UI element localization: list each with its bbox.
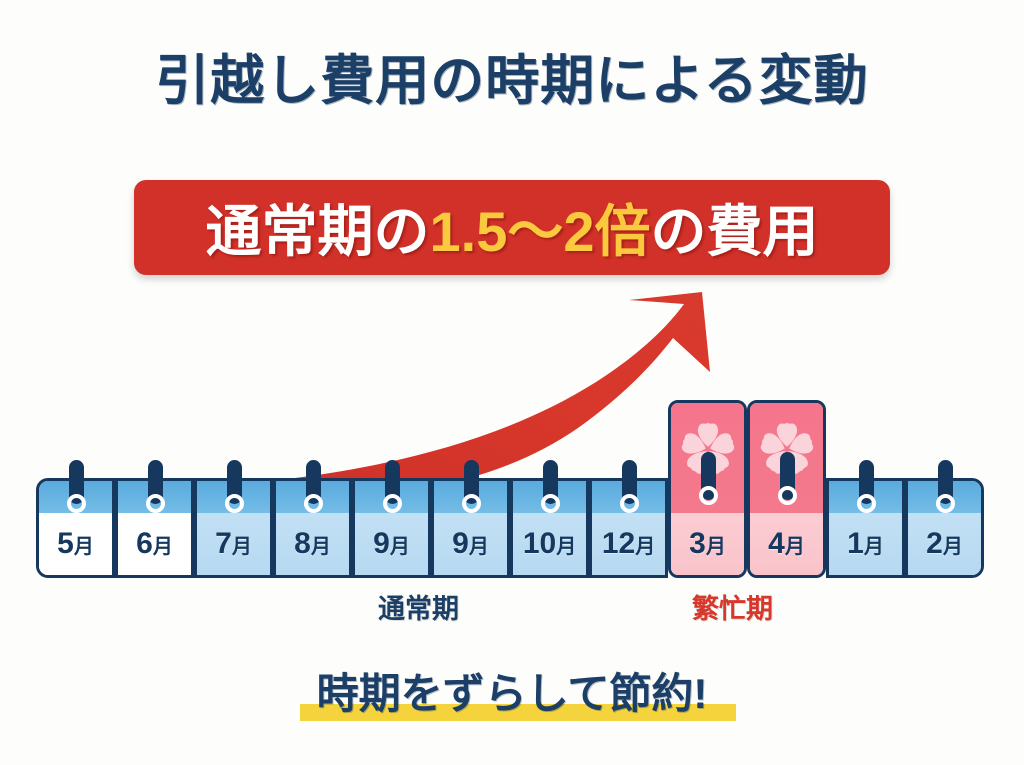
calendar-binder-hole	[66, 494, 86, 513]
calendar-binder-hole	[935, 494, 955, 513]
banner-suffix-text: の費用	[650, 200, 819, 263]
page-title: 引越し費用の時期による変動	[155, 51, 869, 111]
calendar-binder-ring	[147, 460, 163, 504]
month-unit-kanji: 月	[73, 535, 94, 558]
cost-multiplier-banner: 通常期の 1.5〜2倍 の費用	[134, 180, 890, 275]
month-unit-kanji: 月	[635, 535, 656, 558]
calendar-binder-hole	[224, 494, 244, 513]
calendar-binder-hole	[382, 494, 402, 513]
month-unit-kanji: 月	[784, 535, 805, 558]
calendar-binder-ring	[858, 460, 874, 504]
savings-tip: 時期をずらして節約!	[0, 660, 1024, 730]
month-number: 2	[926, 527, 943, 560]
month-unit-kanji: 月	[863, 535, 884, 558]
calendar-binder-hole	[540, 494, 560, 513]
month-unit-kanji: 月	[152, 535, 173, 558]
banner-prefix-text: 通常期の	[205, 200, 430, 263]
month-number: 5	[57, 527, 74, 560]
month-unit-kanji: 月	[556, 535, 577, 558]
highlight-marker-bar	[300, 704, 736, 721]
month-number: 9	[373, 527, 390, 560]
month-unit-kanji: 月	[705, 535, 726, 558]
savings-tip-text: 時期をずらして節約!	[316, 670, 708, 717]
month-unit-kanji: 月	[468, 535, 489, 558]
calendar-binder-ring	[68, 460, 84, 504]
calendar-binder-hole	[698, 486, 718, 505]
calendar-binder-hole	[777, 486, 797, 505]
calendar-binder-hole	[619, 494, 639, 513]
month-number: 1	[847, 527, 864, 560]
month-number: 6	[136, 527, 153, 560]
sakura-icon	[760, 422, 814, 474]
calendar-binder-hole	[856, 494, 876, 513]
month-number: 9	[452, 527, 469, 560]
normal-period-label: 通常期	[378, 594, 459, 624]
busy-period-label: 繁忙期	[692, 594, 773, 624]
month-unit-kanji: 月	[942, 535, 963, 558]
calendar-binder-hole	[461, 494, 481, 513]
month-number: 12	[601, 527, 636, 560]
banner-highlight-text: 1.5〜2倍	[429, 200, 651, 263]
month-unit-kanji: 月	[310, 535, 331, 558]
calendar-binder-ring	[226, 460, 242, 504]
month-unit-kanji: 月	[389, 535, 410, 558]
month-number: 4	[768, 527, 785, 560]
month-number: 7	[215, 527, 232, 560]
month-number: 3	[689, 527, 706, 560]
month-number: 8	[294, 527, 311, 560]
month-unit-kanji: 月	[231, 535, 252, 558]
calendar-binder-hole	[145, 494, 165, 513]
calendar-binder-ring	[937, 460, 953, 504]
month-number: 10	[522, 527, 557, 560]
calendar-binder-hole	[303, 494, 323, 513]
